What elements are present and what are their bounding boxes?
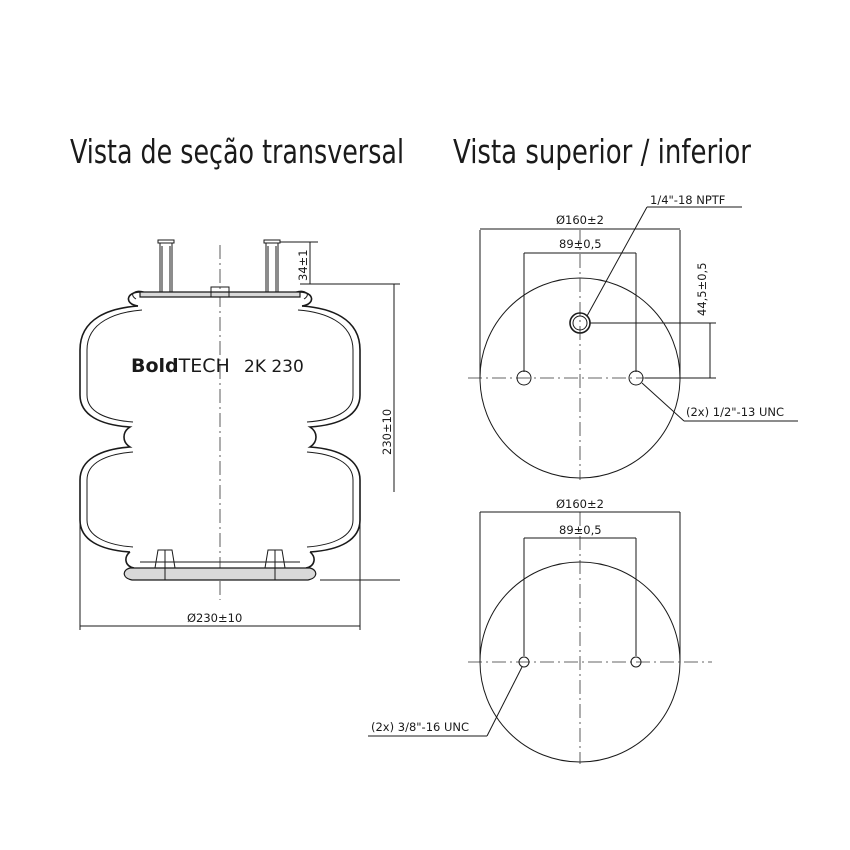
diameter-label: Ø230±10 — [187, 611, 242, 625]
top-diameter-label: Ø160±2 — [556, 213, 604, 227]
top-view: Ø160±2 89±0,5 44,5±0,5 1/4"-18 NPTF (2x)… — [468, 193, 798, 480]
section-view-title: Vista de seção transversal — [70, 132, 404, 171]
bottom-stud-thread-label: (2x) 3/8"-16 UNC — [371, 720, 469, 734]
brand-logo: BoldTECH — [131, 355, 230, 377]
diameter-dimension: Ø230±10 — [79, 520, 361, 630]
bottom-view: Ø160±2 89±0,5 (2x) 3/8"-16 UNC — [368, 497, 712, 764]
bottom-plate — [123, 549, 317, 581]
top-stud-left — [157, 239, 175, 292]
bottom-stud-hole-left — [518, 656, 530, 668]
height-label: 230±10 — [380, 409, 394, 455]
model-number: 2K 230 — [244, 357, 304, 377]
top-plate — [127, 286, 313, 307]
top-stud-right — [263, 239, 281, 292]
port-thread-label: 1/4"-18 NPTF — [650, 193, 725, 207]
top-bottom-view-title: Vista superior / inferior — [453, 132, 751, 171]
top-spacing-label: 89±0,5 — [559, 237, 602, 251]
height-dimension: 230±10 — [320, 284, 400, 581]
bottom-diameter-label: Ø160±2 — [556, 497, 604, 511]
bottom-spacing-label: 89±0,5 — [559, 523, 602, 537]
bottom-stud-hole-right — [630, 656, 642, 668]
top-stud-thread-label: (2x) 1/2"-13 UNC — [686, 405, 784, 419]
offset-label: 44,5±0,5 — [695, 262, 709, 316]
stud-height-label: 34±1 — [296, 249, 310, 281]
stud-height-dimension: 34±1 — [280, 241, 400, 285]
section-view: BoldTECH 2K 230 34±1 230±10 Ø230±10 — [79, 239, 400, 630]
